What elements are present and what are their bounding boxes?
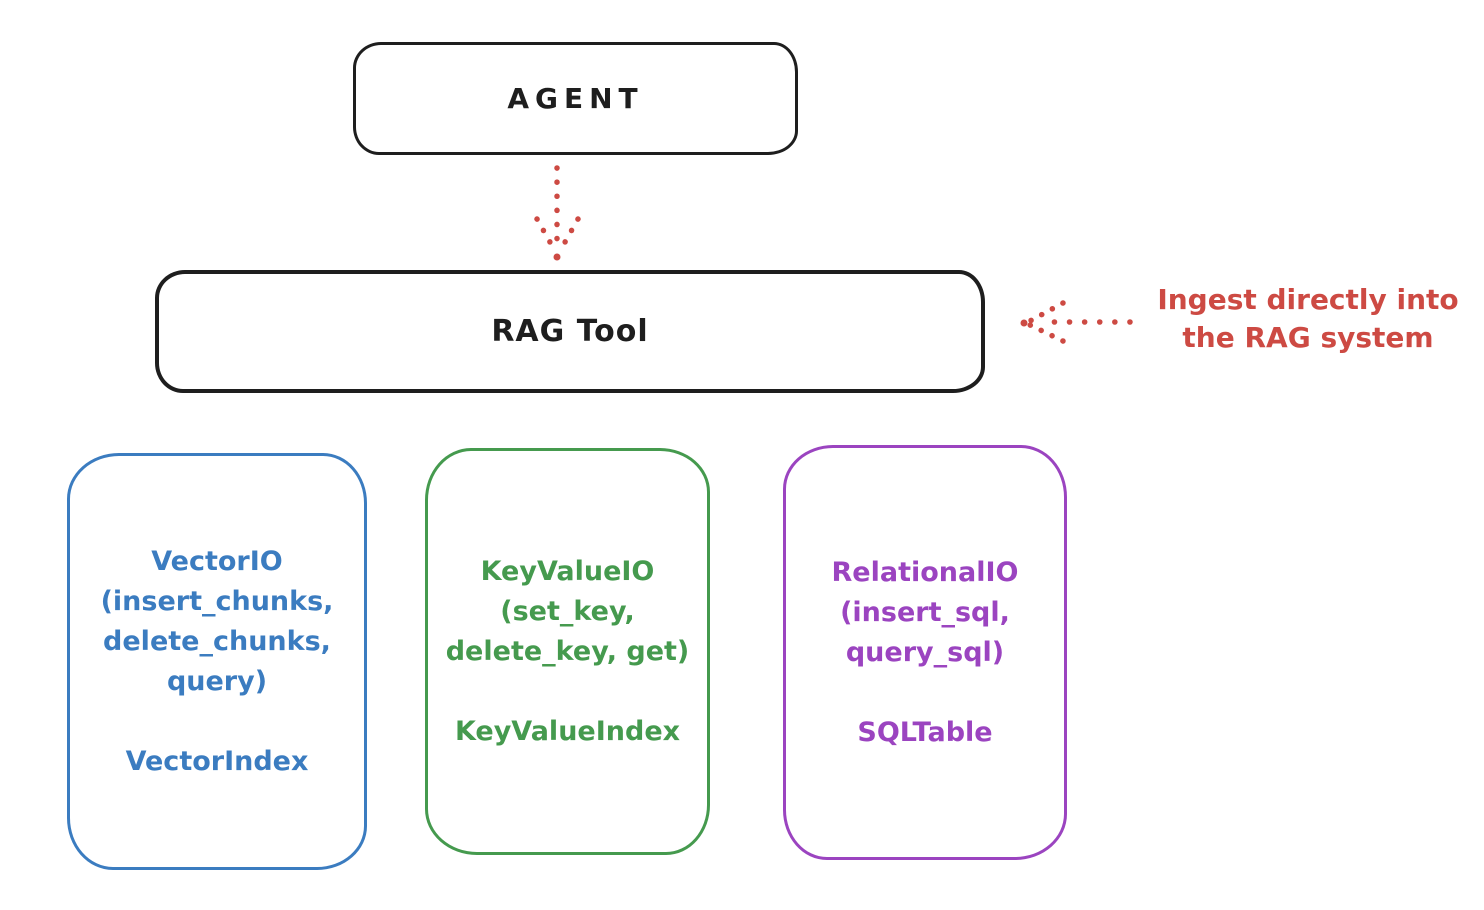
agent-label: AGENT [507,82,644,115]
keyvalue-io-line: (set_key, [500,595,635,627]
vector-io-line: delete_chunks, [103,625,331,657]
keyvalue-io-signature: KeyValueIO (set_key, delete_key, get) [446,552,690,672]
vector-io-line: (insert_chunks, [100,585,334,617]
agent-to-rag-dotted-arrow [534,165,581,261]
relational-io-line: query_sql) [845,636,1005,668]
vector-io-line: VectorIO [151,545,283,577]
vector-io-box: VectorIO (insert_chunks, delete_chunks, … [67,453,367,870]
rag-tool-label: RAG Tool [491,314,649,349]
rag-tool-box: RAG Tool [155,270,985,393]
vector-io-signature: VectorIO (insert_chunks, delete_chunks, … [101,542,334,702]
vector-index-label: VectorIndex [125,745,309,777]
relational-io-box: RelationalIO (insert_sql, query_sql) SQL… [783,445,1067,860]
keyvalue-index-label: KeyValueIndex [454,715,681,747]
keyvalue-io-line: KeyValueIO [480,555,655,587]
annotation-to-rag-dotted-arrow [1020,300,1133,344]
relational-io-signature: RelationalIO (insert_sql, query_sql) [832,553,1019,673]
keyvalue-io-line: delete_key, get) [445,635,690,667]
keyvalue-io-box: KeyValueIO (set_key, delete_key, get) Ke… [425,448,710,855]
agent-box: AGENT [353,42,798,155]
relational-io-line: (insert_sql, [840,596,1010,628]
ingest-annotation-line1: Ingest directly into [1157,283,1459,316]
ingest-annotation-line2: the RAG system [1182,321,1434,354]
vector-io-line: query) [166,665,268,697]
sql-table-label: SQLTable [857,716,993,748]
relational-io-line: RelationalIO [831,556,1019,588]
ingest-annotation: Ingest directly into the RAG system [1133,281,1483,357]
